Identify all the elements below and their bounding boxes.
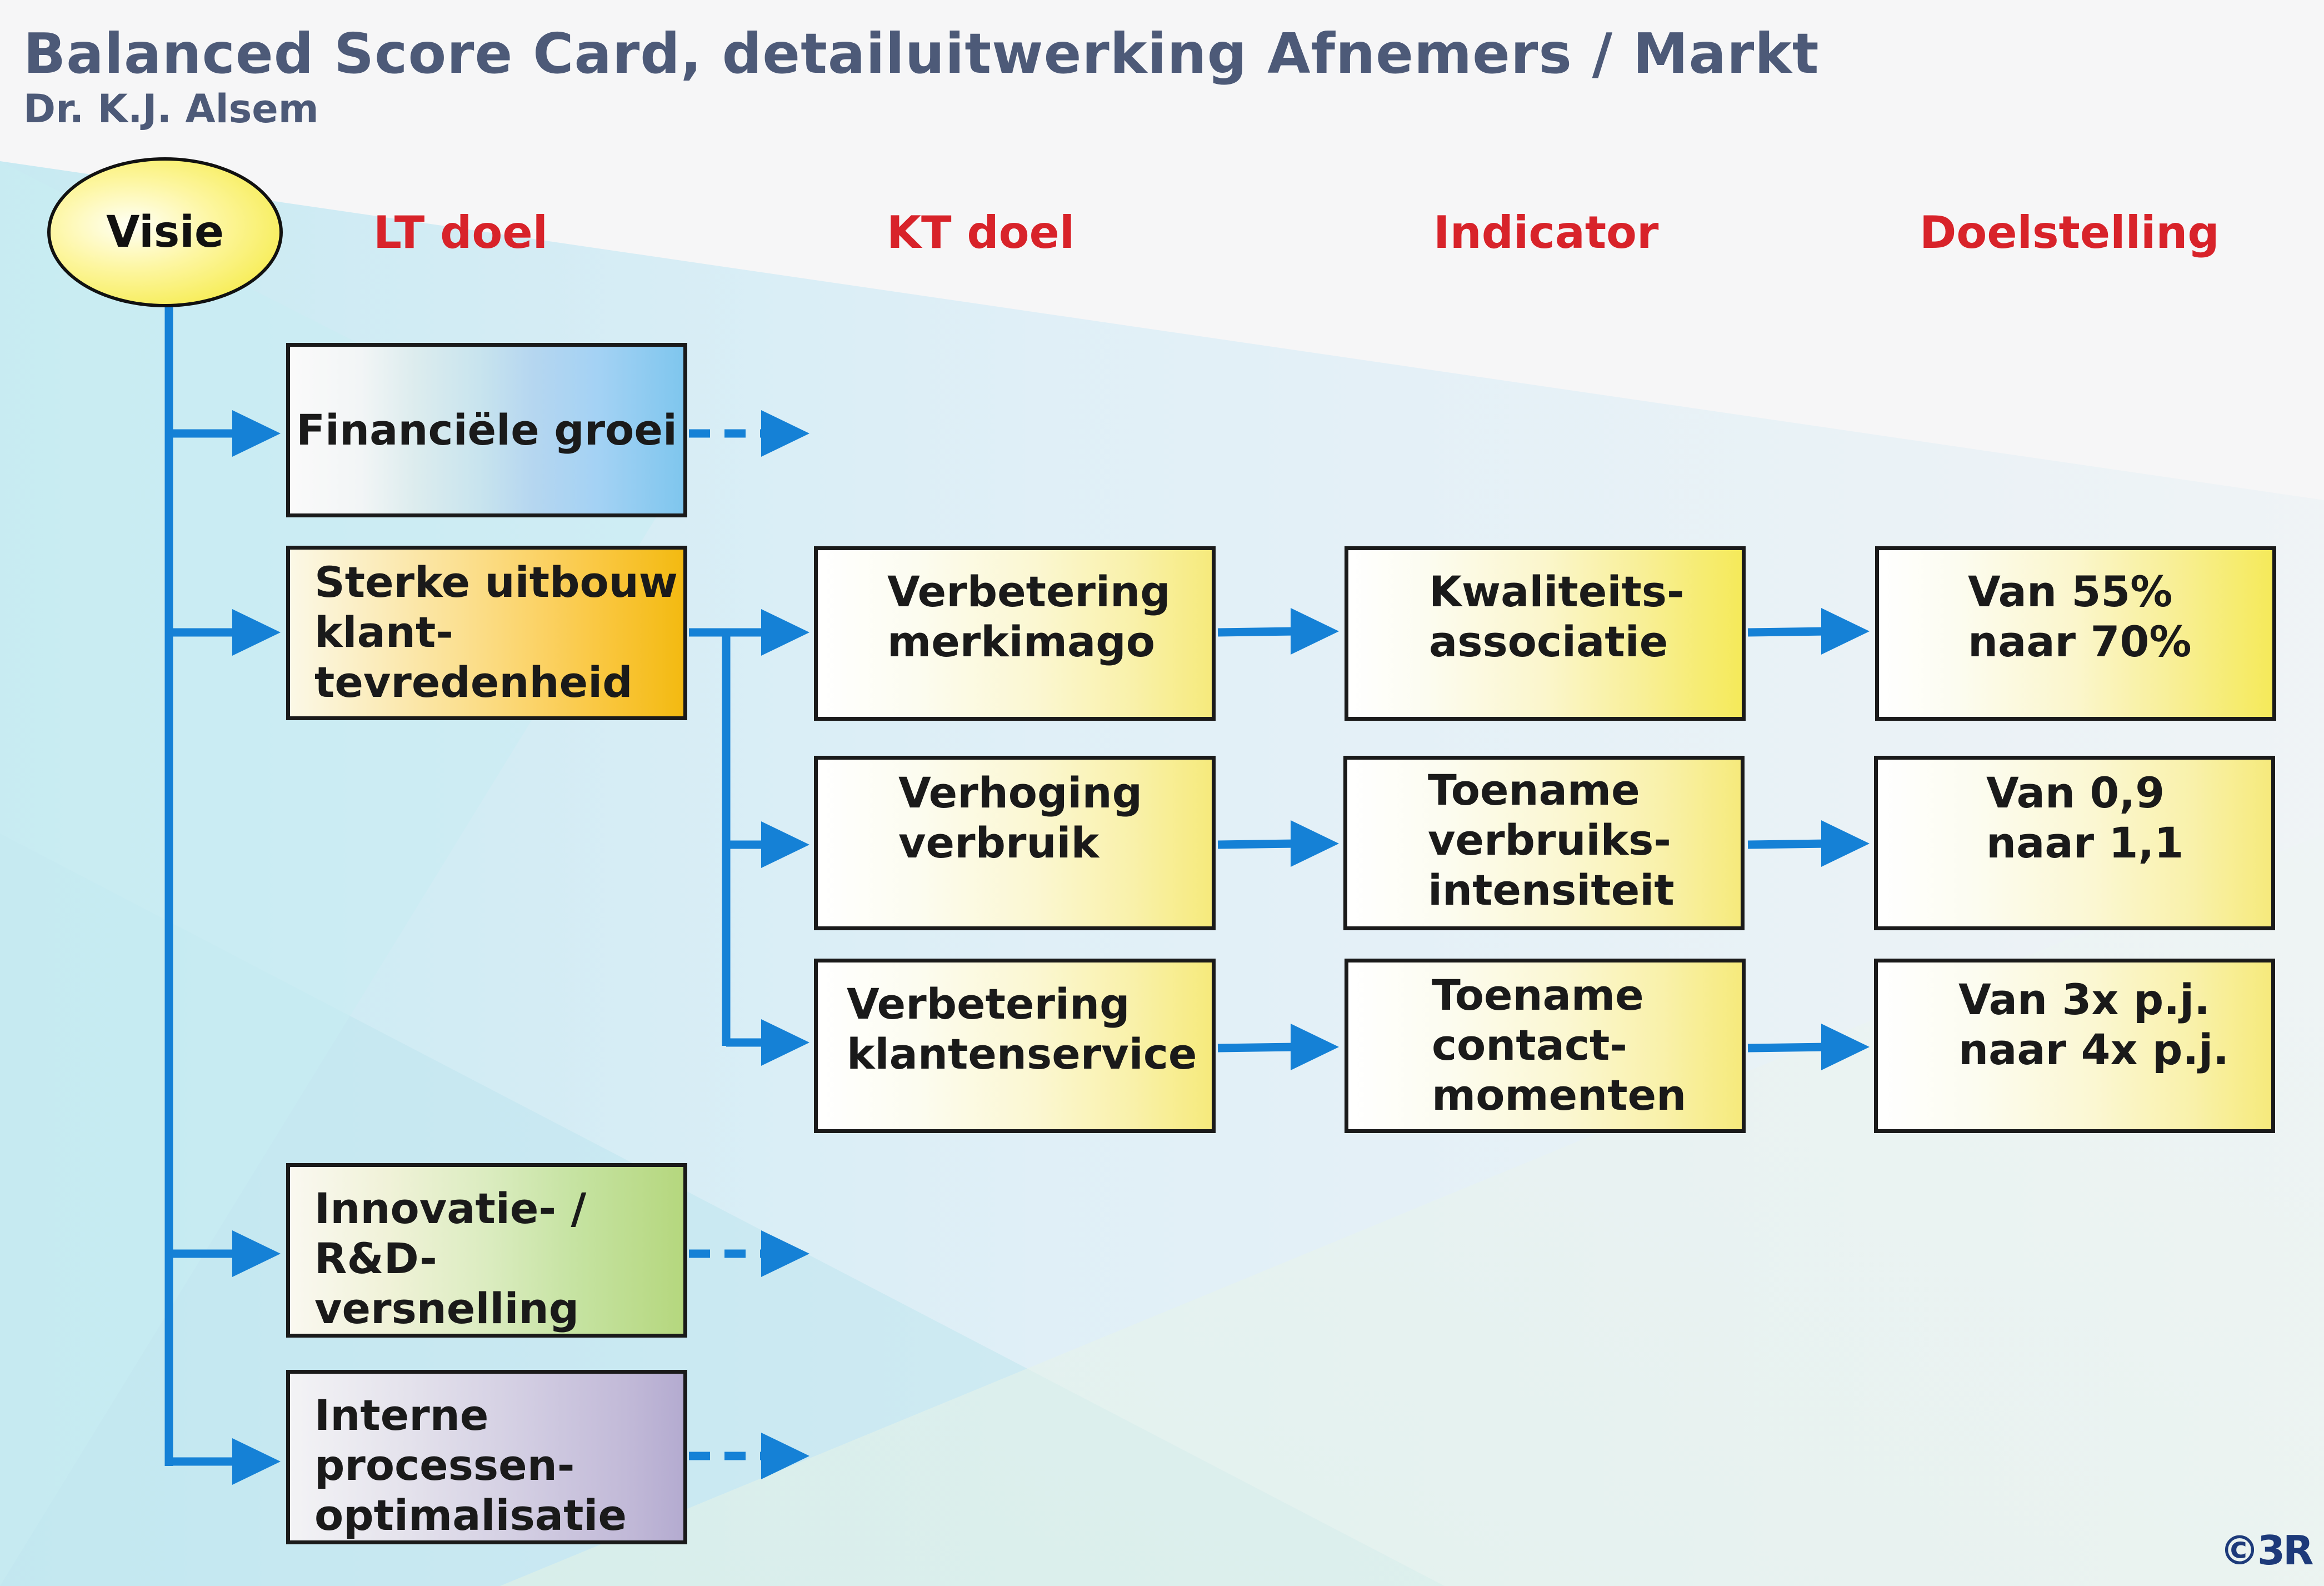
kt-goal-line: Verbetering [887, 567, 1171, 616]
visie-label: Visie [106, 207, 224, 257]
column-header-indicator: Indicator [1433, 207, 1659, 258]
lt-goal-line: tevredenheid [314, 657, 633, 707]
target-line: Van 55% [1968, 567, 2173, 616]
branch-line [1747, 839, 1828, 849]
indicator-line: contact- [1432, 1020, 1627, 1070]
arrow-head [232, 1438, 281, 1485]
arrow-head [1291, 820, 1339, 867]
lt-goal-line: optimalisatie [314, 1490, 627, 1540]
lt-goal-line: versnelling [314, 1284, 579, 1333]
lt-goal-klanttevredenheid: Sterke uitbouw klant- tevredenheid [286, 546, 687, 720]
arrow-head [761, 410, 809, 457]
diagram-title: Balanced Score Card, detailuitwerking Af… [23, 21, 1820, 86]
arrow-head [232, 1230, 281, 1277]
arrow-head [1821, 608, 1870, 655]
kt-goal-merkimago: Verbetering merkimago [814, 546, 1216, 721]
copyright-logo: ©3R [2220, 1527, 2314, 1574]
arrow-head [232, 410, 281, 457]
branch-line [1217, 839, 1298, 849]
arrow-head [761, 1433, 809, 1479]
arrow-head [1821, 820, 1870, 867]
arrow-head [1821, 1024, 1870, 1070]
target-line: Van 3x p.j. [1958, 975, 2211, 1024]
indicator-verbruiksintensiteit: Toename verbruiks- intensiteit [1343, 756, 1745, 930]
lt-goal-line: processen- [314, 1440, 575, 1490]
kt-goal-line: Verhoging [898, 768, 1142, 817]
target-line: Van 0,9 [1986, 768, 2165, 817]
target-line: naar 1,1 [1986, 818, 2184, 867]
column-header-kt-doel: KT doel [887, 207, 1075, 258]
target-merkimago: Van 55% naar 70% [1875, 546, 2276, 721]
indicator-line: Toename [1432, 970, 1644, 1020]
target-line: naar 4x p.j. [1958, 1025, 2230, 1074]
target-klantenservice: Van 3x p.j. naar 4x p.j. [1874, 959, 2275, 1133]
target-line: naar 70% [1968, 617, 2192, 666]
lt-goal-line: Interne [314, 1390, 489, 1440]
arrow-head [232, 609, 281, 656]
branch-line [1217, 1043, 1298, 1053]
lt-goal-line: Financiële groei [296, 405, 677, 455]
lt-goal-interne-processen: Interne processen- optimalisatie [286, 1370, 687, 1544]
indicator-line: momenten [1432, 1070, 1687, 1120]
kt-goal-klantenservice: Verbetering klantenservice [814, 959, 1216, 1133]
indicator-line: associatie [1429, 617, 1668, 666]
kt-goal-line: Verbetering [847, 979, 1130, 1029]
lt-goal-innovatie: Innovatie- / R&D- versnelling [286, 1163, 687, 1338]
branch-line [1747, 1043, 1828, 1053]
indicator-kwaliteitsassociatie: Kwaliteits- associatie [1345, 546, 1746, 721]
lt-goal-line: Innovatie- / [314, 1184, 587, 1233]
lt-goal-line: R&D- [314, 1234, 437, 1283]
arrow-head [761, 1230, 809, 1277]
indicator-line: Kwaliteits- [1429, 567, 1685, 616]
kt-goal-line: klantenservice [847, 1029, 1197, 1079]
indicator-line: intensiteit [1428, 865, 1675, 915]
target-verbruik: Van 0,9 naar 1,1 [1874, 756, 2275, 930]
indicator-line: verbruiks- [1428, 815, 1671, 865]
visie-node: Visie [47, 157, 283, 307]
lt-goal-line: klant- [314, 607, 453, 657]
column-header-doelstelling: Doelstelling [1920, 207, 2220, 258]
kt-goal-verbruik: Verhoging verbruik [814, 756, 1216, 930]
kt-goal-line: verbruik [898, 818, 1099, 867]
column-header-lt-doel: LT doel [373, 207, 548, 258]
lt-goal-line: Sterke uitbouw [314, 557, 678, 607]
arrow-head [761, 609, 809, 656]
arrow-head [761, 1019, 809, 1066]
arrow-head [1291, 1024, 1339, 1070]
diagram-author: Dr. K.J. Alsem [23, 86, 319, 132]
arrow-head [761, 821, 809, 868]
lt-goal-financiele-groei: Financiële groei [286, 343, 687, 517]
branch-line [1747, 627, 1828, 637]
indicator-line: Toename [1428, 765, 1640, 815]
branch-line [1217, 627, 1298, 637]
indicator-contactmomenten: Toename contact- momenten [1345, 959, 1746, 1133]
kt-goal-line: merkimago [887, 617, 1155, 666]
arrow-head [1291, 608, 1339, 655]
